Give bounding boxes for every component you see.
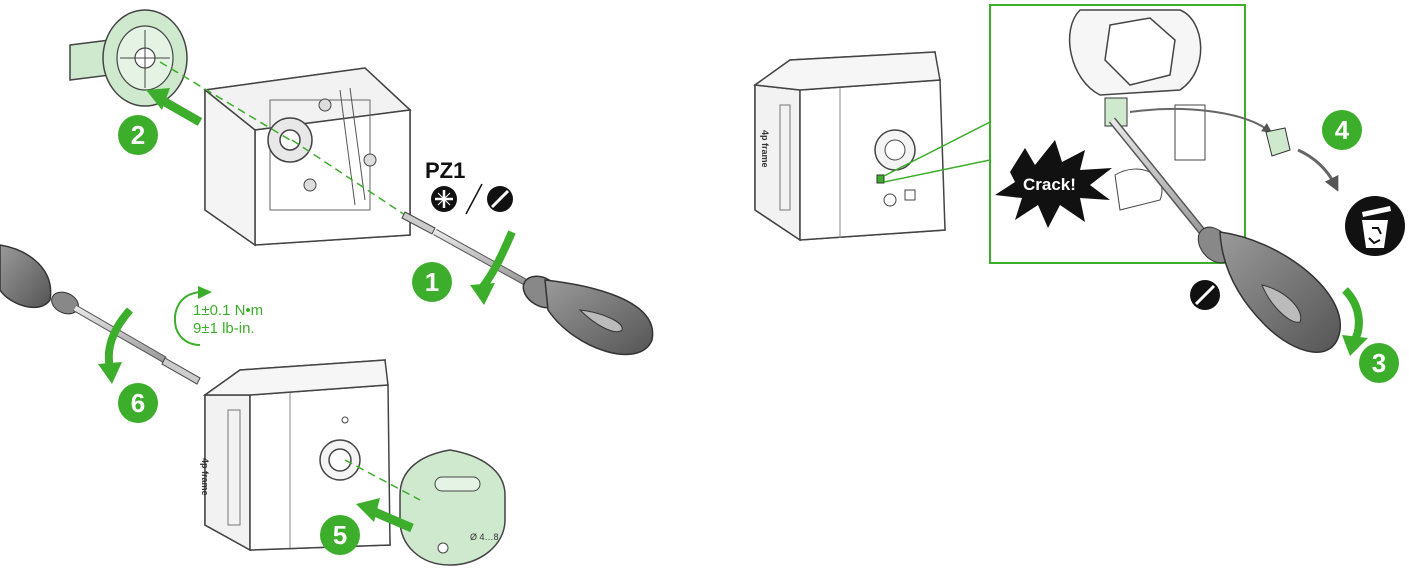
step-badge-1: 1 <box>412 262 452 302</box>
pozidriv-screwdriver <box>291 139 654 356</box>
closed-enclosure-box <box>202 359 391 552</box>
torque-imperial: 9±1 lb-in. <box>193 320 255 337</box>
rotation-arrow-3-head <box>1342 335 1368 356</box>
zoom-detail <box>1068 9 1206 211</box>
tightening-screwdriver <box>0 244 201 385</box>
small-box <box>752 51 946 242</box>
knob-dash-line <box>344 459 421 501</box>
crack-burst-shape <box>995 140 1112 228</box>
broken-green-piece <box>1265 127 1291 157</box>
insert-arrow-2 <box>155 94 203 126</box>
step-badge-4: 4 <box>1322 110 1362 150</box>
green-rotary-mechanism <box>69 9 188 107</box>
tool-size-label: PZ1 <box>425 158 466 183</box>
broken-part-trajectory <box>1129 108 1273 133</box>
rotation-arrow-6 <box>104 307 134 369</box>
trash-recycle-icon <box>1345 196 1405 256</box>
step-badge-5: 5 <box>320 515 360 555</box>
rotation-arrow-6-head <box>98 362 122 384</box>
torque-metric: 1±0.1 N•m <box>193 302 264 319</box>
insert-arrow-5-head <box>356 498 380 522</box>
zoom-callout-frame <box>989 4 1246 264</box>
crack-label: Crack! <box>1023 175 1076 194</box>
rotation-arrow-1-head <box>470 283 495 305</box>
flat-screwdriver-icon <box>487 186 513 212</box>
flat-screwdriver-icon-2 <box>1190 280 1220 310</box>
small-box-side-label: 4p frame <box>760 130 770 168</box>
insert-arrow-2-head <box>146 88 170 110</box>
callout-line-bottom <box>883 159 991 183</box>
torque-rotation-icon <box>174 291 201 346</box>
open-enclosure-box <box>203 67 412 247</box>
to-trash-arrow <box>1297 148 1339 192</box>
green-knob <box>399 449 506 566</box>
rotation-arrow-3 <box>1342 287 1363 342</box>
torque-rotation-icon-head <box>198 286 212 299</box>
box-side-label: 4p frame <box>200 458 210 496</box>
insert-arrow-5 <box>368 505 414 533</box>
step-badge-3: 3 <box>1359 343 1399 383</box>
prying-screwdriver <box>1108 117 1341 353</box>
knob-marking: Ø 4…8 <box>470 532 499 542</box>
callout-line-top <box>883 121 991 177</box>
step-badge-2: 2 <box>118 115 158 155</box>
pozidriv-icon <box>431 186 457 212</box>
step-badge-6: 6 <box>118 383 158 423</box>
slash-divider <box>465 183 483 215</box>
